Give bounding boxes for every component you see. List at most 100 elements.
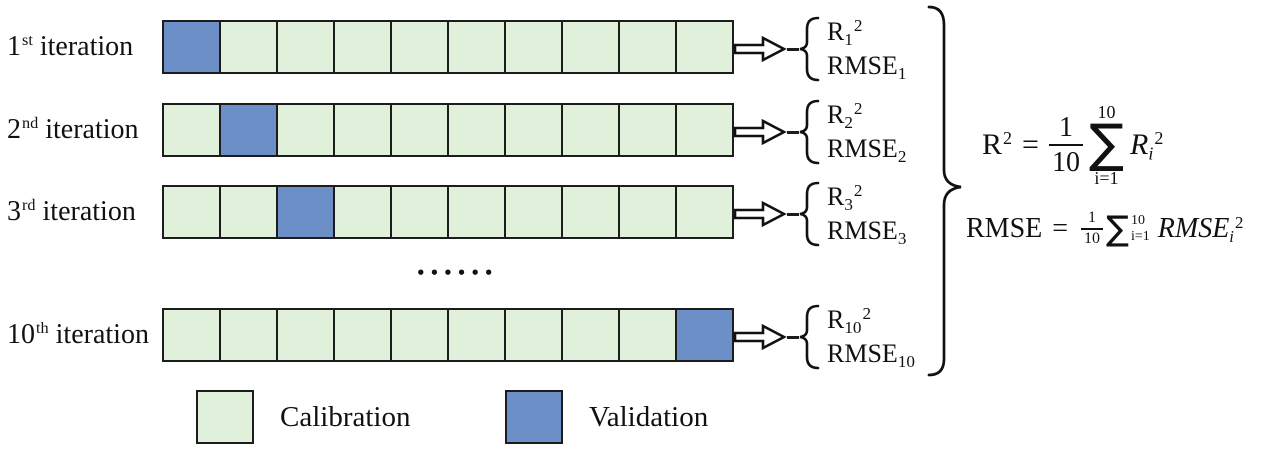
calibration-cell (448, 309, 505, 361)
calibration-cell (676, 104, 733, 156)
validation-cell (676, 309, 733, 361)
iteration-label-2: 2nd iteration (7, 103, 159, 157)
fold-strip-iteration-1 (162, 20, 734, 74)
iteration-label-10: 10th iteration (7, 308, 159, 362)
calibration-cell (334, 186, 391, 238)
calibration-cell (220, 309, 277, 361)
calibration-cell (562, 21, 619, 73)
ellipsis-dots: •••••• (416, 264, 498, 282)
fold-strip-iteration-10 (162, 308, 734, 362)
calibration-cell (448, 186, 505, 238)
metrics-group-1: R12 RMSE1 (733, 16, 906, 82)
left-curly-brace-icon (799, 181, 820, 247)
calibration-cell (334, 104, 391, 156)
calibration-cell (562, 104, 619, 156)
calibration-cell (448, 21, 505, 73)
calibration-cell (505, 104, 562, 156)
right-block-arrow-icon (733, 35, 787, 63)
sigma-icon: ∑ (1088, 114, 1124, 175)
calibration-cell (676, 186, 733, 238)
metrics-labels: R12 RMSE1 (827, 17, 907, 84)
sigma-icon: ∑ (1106, 209, 1129, 249)
left-curly-brace-icon (799, 99, 820, 165)
calibration-cell (163, 186, 220, 238)
calibration-cell (391, 21, 448, 73)
calibration-cell (163, 309, 220, 361)
calibration-cell (505, 186, 562, 238)
iteration-label-3: 3rd iteration (7, 185, 159, 239)
metrics-labels: R102 RMSE10 (827, 304, 915, 372)
metrics-labels: R32 RMSE3 (827, 181, 907, 249)
calibration-cell (619, 186, 676, 238)
validation-swatch (505, 390, 563, 444)
calibration-cell (391, 104, 448, 156)
ordinal-number: 2 (7, 114, 21, 145)
right-block-arrow-icon (733, 323, 787, 351)
calibration-cell (391, 309, 448, 361)
r-squared-label: R32 (827, 181, 863, 215)
calibration-cell (505, 21, 562, 73)
fraction-one-tenth: 1 10 (1048, 112, 1083, 177)
fraction-bar (1048, 144, 1083, 146)
fold-strip-iteration-2 (162, 103, 734, 157)
mean-rmse-formula: RMSE = 1 10 ∑ 10 i=1 RMSEi2 (966, 206, 1243, 252)
fraction-bar (1081, 228, 1104, 230)
metrics-labels: R22 RMSE2 (827, 99, 907, 167)
calibration-swatch (196, 390, 254, 444)
connector-line (787, 335, 799, 339)
rmse-label: RMSE2 (827, 134, 907, 167)
legend-item-validation: Validation (505, 390, 708, 444)
calibration-cell (277, 21, 334, 73)
calibration-cell (220, 186, 277, 238)
sum-upper-limit: 10 (1130, 212, 1145, 228)
mean-r-squared-formula: R2 = 1 10 10 ∑ i=1 Ri2 (982, 90, 1163, 200)
equals-sign: = (1052, 213, 1069, 244)
calibration-cell (163, 104, 220, 156)
validation-label: Validation (589, 400, 709, 433)
fold-strip-iteration-3 (162, 185, 734, 239)
calibration-cell (676, 21, 733, 73)
legend-item-calibration: Calibration (196, 390, 410, 444)
rmse-label: RMSE3 (827, 216, 907, 249)
ordinal-suffix: th (36, 318, 49, 337)
ordinal-number: 3 (7, 196, 21, 227)
ordinal-suffix: rd (22, 195, 36, 214)
rmse-label: RMSE1 (827, 51, 907, 84)
validation-cell (220, 104, 277, 156)
left-curly-brace-icon (799, 304, 820, 370)
ordinal-number: 10 (7, 319, 35, 350)
formula-rhs: Ri2 (1129, 128, 1164, 164)
iteration-word: iteration (42, 196, 136, 227)
left-curly-brace-icon (799, 16, 820, 82)
sum-lower-limit: i=1 (1094, 167, 1119, 188)
metrics-group-10: R102 RMSE10 (733, 304, 915, 370)
calibration-cell (562, 309, 619, 361)
iteration-word: iteration (45, 114, 139, 145)
big-right-curly-brace-icon (927, 5, 962, 377)
sum-lower-limit: i=1 (1130, 229, 1150, 244)
r-squared-label: R102 (827, 304, 872, 338)
iteration-word: iteration (55, 319, 149, 350)
validation-cell (277, 186, 334, 238)
calibration-cell (619, 309, 676, 361)
right-block-arrow-icon (733, 118, 787, 146)
ordinal-suffix: nd (22, 113, 39, 132)
r-squared-label: R22 (827, 99, 863, 133)
sum-upper-limit: 10 (1097, 102, 1116, 123)
right-block-arrow-icon (733, 200, 787, 228)
calibration-cell (505, 309, 562, 361)
calibration-cell (562, 186, 619, 238)
summation: 10 ∑ i=1 (1089, 103, 1124, 187)
calibration-cell (334, 309, 391, 361)
validation-cell (163, 21, 220, 73)
calibration-cell (277, 104, 334, 156)
calibration-label: Calibration (280, 400, 411, 433)
ordinal-suffix: st (22, 30, 33, 49)
rmse-label: RMSE10 (827, 339, 915, 372)
formula-rhs: RMSEi2 (1157, 212, 1244, 247)
fraction-one-tenth: 1 10 (1081, 209, 1104, 248)
equals-sign: = (1022, 128, 1039, 161)
calibration-cell (448, 104, 505, 156)
